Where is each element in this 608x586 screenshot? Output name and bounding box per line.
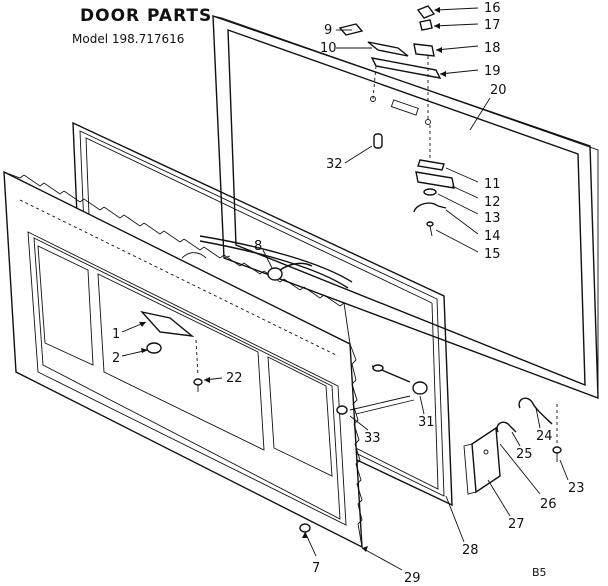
callout-28: 28 [462, 543, 479, 558]
callout-31: 31 [418, 415, 435, 430]
callout-33: 33 [364, 431, 381, 446]
callout-16: 16 [484, 1, 501, 16]
callout-17: 17 [484, 18, 501, 33]
leader-lines [121, 7, 569, 571]
callout-12: 12 [484, 195, 501, 210]
callout-9: 9 [324, 23, 332, 38]
callout-19: 19 [484, 64, 501, 79]
inner-door-panel [3, 170, 363, 549]
hinge-assembly [299, 397, 562, 533]
callout-26: 26 [540, 497, 557, 512]
handle-bar [181, 235, 353, 289]
latch-assembly [338, 5, 442, 120]
callout-20: 20 [490, 83, 507, 98]
drawing-code: B5 [532, 566, 547, 579]
spring-hinge-parts [336, 364, 428, 415]
callout-8: 8 [254, 239, 262, 254]
callout-27: 27 [508, 517, 525, 532]
callout-32: 32 [326, 157, 343, 172]
diagram-title: DOOR PARTS [80, 6, 213, 26]
callout-1: 1 [112, 327, 120, 342]
callout-15: 15 [484, 247, 501, 262]
callout-23: 23 [568, 481, 585, 496]
callout-18: 18 [484, 41, 501, 56]
callout-24: 24 [536, 429, 553, 444]
part-callouts: 1 2 7 8 9 10 11 12 13 14 15 16 17 18 19 … [112, 1, 585, 586]
callout-10: 10 [320, 41, 337, 56]
outer-frame [212, 15, 599, 400]
arrowheads [139, 7, 446, 552]
misc-fasteners [140, 133, 383, 392]
callout-25: 25 [516, 447, 533, 462]
callout-22: 22 [226, 371, 243, 386]
latch-hardware [413, 125, 455, 237]
model-number: Model 198.717616 [72, 32, 185, 46]
callout-13: 13 [484, 211, 501, 226]
callout-7: 7 [312, 561, 320, 576]
callout-14: 14 [484, 229, 501, 244]
callout-11: 11 [484, 177, 501, 192]
callout-29: 29 [404, 571, 421, 586]
callout-2: 2 [112, 351, 120, 366]
